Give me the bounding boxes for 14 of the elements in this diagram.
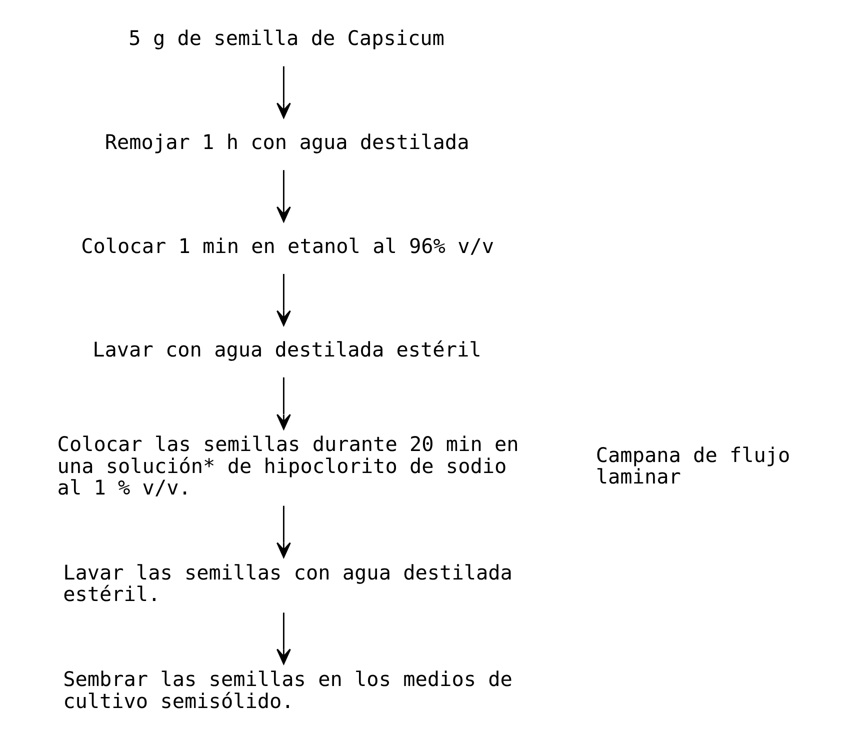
node-text: Colocar las semillas durante 20 min en una solución* de hipoclorito de sodio al 1 % v/v. (57, 432, 519, 500)
node-text: 5 g de semilla de Capsicum (128, 26, 444, 50)
arrow (276, 612, 291, 664)
node-text: Sembrar las semillas en los medios de cultivo semisólido. (63, 667, 512, 713)
arrow (276, 274, 291, 326)
node-text: Remojar 1 h con agua destilada (104, 130, 470, 154)
label: Campana de flujo laminar (596, 442, 790, 489)
node-text: Lavar las semillas con agua destilada estéril. (63, 560, 512, 606)
arrow (276, 377, 291, 430)
arrow (276, 66, 291, 118)
arrow (276, 506, 291, 558)
node-text: Lavar con agua destilada estéril (92, 338, 482, 362)
node-text: Colocar 1 min en etanol al 96% v/v (81, 234, 494, 258)
arrow (276, 170, 291, 222)
